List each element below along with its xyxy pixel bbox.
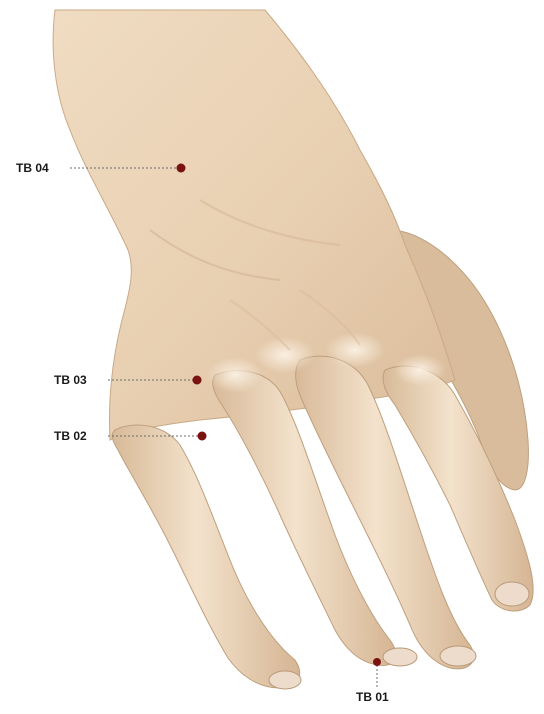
tb02-point [198,432,207,441]
tb01-label: TB 01 [356,690,389,704]
tb03-label: TB 03 [54,373,87,387]
tb04-point [177,164,186,173]
tb01-point [373,658,381,666]
tb02-label: TB 02 [54,429,87,443]
tb03-point [193,376,202,385]
tb04-label: TB 04 [16,161,49,175]
